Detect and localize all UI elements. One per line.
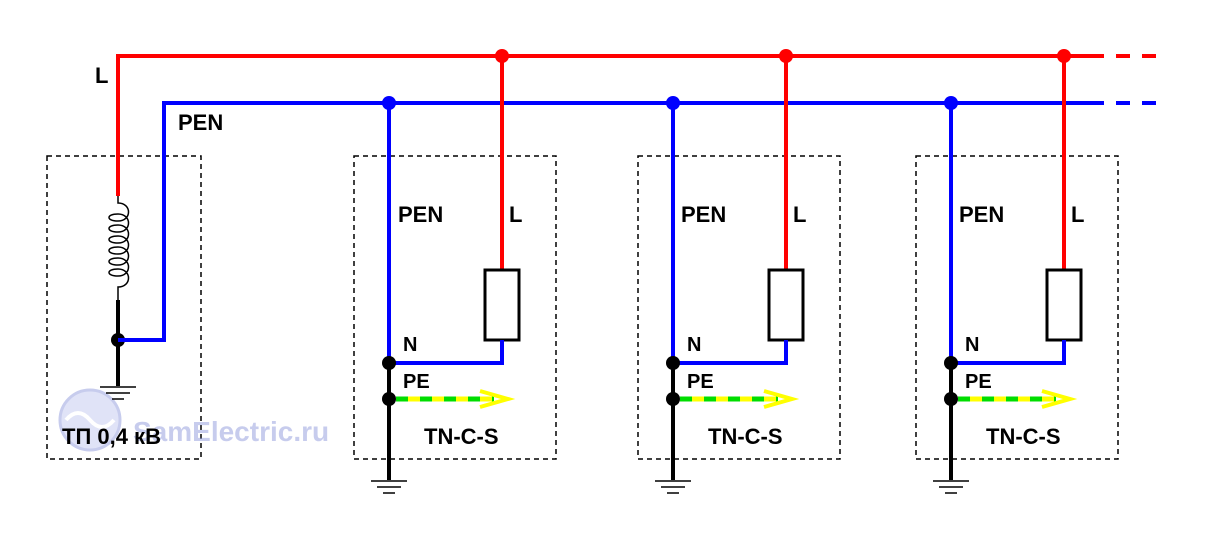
watermark-logo-wave-icon xyxy=(64,411,116,429)
consumer-system-label: TN-C-S xyxy=(424,424,499,449)
consumer-pe-label: PE xyxy=(687,371,714,393)
consumer-boundary xyxy=(637,155,841,460)
consumer-system-label: TN-C-S xyxy=(986,424,1061,449)
load-resistor-icon xyxy=(767,268,805,342)
consumer-ground-icon xyxy=(655,480,691,494)
pe-split-node xyxy=(666,392,680,406)
pen-bus-label: PEN xyxy=(178,110,223,135)
pen-junction-node xyxy=(666,96,680,110)
consumer-phase-label: L xyxy=(509,202,522,227)
pe-conductor-arrow-icon xyxy=(958,389,1078,409)
watermark-text: SamElectric.ru xyxy=(133,416,329,447)
consumer-boundary xyxy=(915,155,1119,460)
source-pen-wire xyxy=(118,101,1090,342)
consumer-ground-icon xyxy=(933,480,969,494)
pen-junction-node xyxy=(944,96,958,110)
n-split-node xyxy=(382,356,396,370)
phase-junction-node xyxy=(1057,49,1071,63)
consumer-system-label: TN-C-S xyxy=(708,424,783,449)
substation-boundary xyxy=(46,155,202,460)
consumer-phase-label: L xyxy=(793,202,806,227)
source-ground-icon xyxy=(100,386,136,400)
consumer-3: PEN L N PE TN-C-S xyxy=(915,49,1119,494)
consumer-n-label: N xyxy=(687,334,701,356)
consumer-pe-label: PE xyxy=(403,371,430,393)
consumer-n-label: N xyxy=(403,334,417,356)
pe-split-node xyxy=(382,392,396,406)
load-resistor-icon xyxy=(483,268,521,342)
phase-junction-node xyxy=(779,49,793,63)
n-split-node xyxy=(944,356,958,370)
phase-bus-label: L xyxy=(95,63,108,88)
consumer-2: PEN L N PE TN-C-S xyxy=(637,49,841,494)
watermark: SamElectric.ru xyxy=(58,388,329,452)
load-resistor-icon xyxy=(1045,268,1083,342)
phase-junction-node xyxy=(495,49,509,63)
consumer-1: PEN L N PE TN-C-S xyxy=(353,49,557,494)
consumer-pe-label: PE xyxy=(965,371,992,393)
consumer-neutral-wire xyxy=(673,340,788,365)
consumer-boundary xyxy=(353,155,557,460)
consumer-n-label: N xyxy=(965,334,979,356)
consumer-neutral-wire xyxy=(389,340,504,365)
substation: SamElectric.ru ТП 0,4 кВ xyxy=(46,56,1090,460)
transformer-coil-icon xyxy=(108,196,130,300)
consumer-pen-label: PEN xyxy=(398,202,443,227)
consumer-neutral-wire xyxy=(951,340,1066,365)
pe-split-node xyxy=(944,392,958,406)
consumer-pen-label: PEN xyxy=(959,202,1004,227)
consumer-ground-icon xyxy=(371,480,407,494)
pe-conductor-arrow-icon xyxy=(396,389,516,409)
consumer-pen-label: PEN xyxy=(681,202,726,227)
substation-label: ТП 0,4 кВ xyxy=(62,424,161,449)
phase-bus-wire xyxy=(116,54,1090,100)
pe-conductor-arrow-icon xyxy=(680,389,800,409)
pen-junction-node xyxy=(382,96,396,110)
n-split-node xyxy=(666,356,680,370)
consumer-phase-label: L xyxy=(1071,202,1084,227)
bus: L PEN xyxy=(95,54,1160,135)
